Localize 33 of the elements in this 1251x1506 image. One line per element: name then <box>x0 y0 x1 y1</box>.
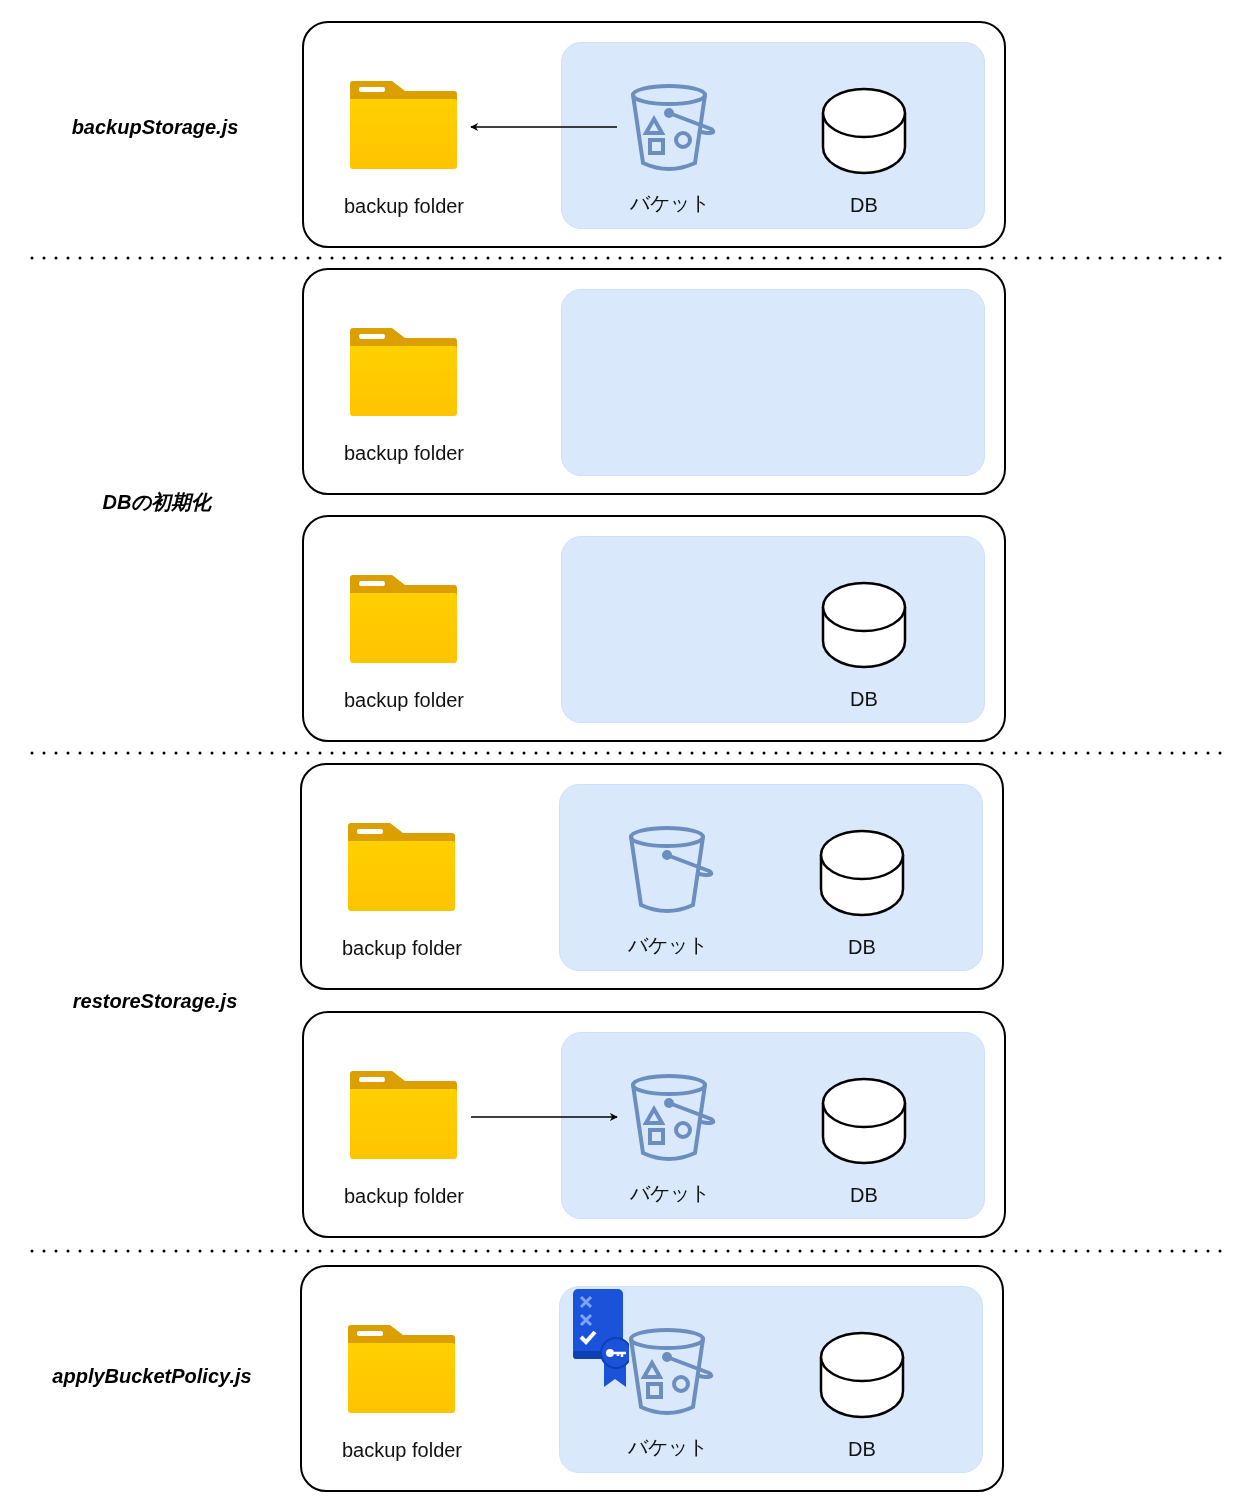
script-label: DBの初期化 <box>102 489 212 515</box>
script-label: backupStorage.js <box>71 115 239 139</box>
node-label: バケット <box>629 1181 711 1206</box>
node-label: バケット <box>627 1435 709 1460</box>
storage-area <box>559 784 983 971</box>
storage-area <box>561 42 985 229</box>
storage-area <box>559 1286 983 1473</box>
script-label: restoreStorage.js <box>72 989 238 1013</box>
node-label: DB <box>849 688 879 711</box>
node-label: backup folder <box>340 1439 464 1462</box>
node-label: DB <box>847 1438 877 1461</box>
step-panel <box>300 763 1004 990</box>
step-panel <box>300 1265 1004 1492</box>
script-label: applyBucketPolicy.js <box>52 1364 252 1388</box>
node-label: backup folder <box>340 937 464 960</box>
arrow <box>470 1113 618 1121</box>
node-label: バケット <box>627 933 709 958</box>
step-panel <box>302 1011 1006 1238</box>
node-label: DB <box>849 194 879 217</box>
node-label: backup folder <box>342 689 466 712</box>
node-label: バケット <box>629 191 711 216</box>
storage-area <box>561 536 985 723</box>
node-label: DB <box>847 936 877 959</box>
node-label: backup folder <box>342 195 466 218</box>
arrow <box>470 123 618 131</box>
storage-area <box>561 1032 985 1219</box>
step-panel <box>302 268 1006 495</box>
step-panel <box>302 515 1006 742</box>
node-label: DB <box>849 1184 879 1207</box>
node-label: backup folder <box>342 442 466 465</box>
storage-area <box>561 289 985 476</box>
step-panel <box>302 21 1006 248</box>
node-label: backup folder <box>342 1185 466 1208</box>
